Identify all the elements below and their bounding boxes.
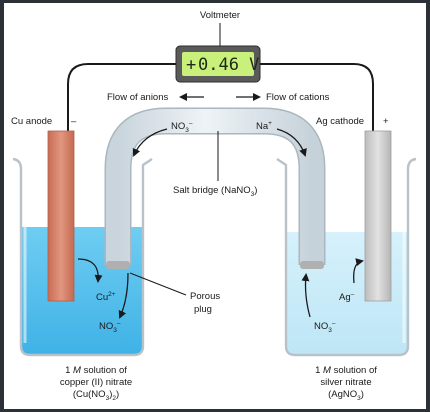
no3-left-arrow [118,272,129,319]
right-beaker-glass [276,157,417,357]
ag-ion-arrow [353,258,364,284]
right-caption: 1 M solution of silver nitrate (AgNO3) [315,365,377,402]
voltmeter-reading: 0.46 V [198,55,259,75]
wire-left [67,63,176,133]
porous-plug-right [300,261,324,269]
cu-ion-arrow [77,258,103,283]
porous-plug-line2: plug [194,304,212,315]
left-caption: 1 M solution of copper (II) nitrate (Cu(… [60,365,132,402]
copper-anode [47,130,75,302]
voltmeter-label: Voltmeter [200,10,240,21]
anode-sign: – [71,116,77,127]
porous-plug-leader [129,272,187,296]
figure-frame: Voltmeter + 0.46 V Flow of anions Flow o… [4,3,426,409]
cathode-sign: + [383,116,389,127]
bridge-anion-arrow [132,128,168,157]
silver-cathode [364,130,392,302]
bridge-cation: Na+ [256,120,272,132]
no3-right-arrow [301,273,311,318]
anode-label: Cu anode [11,116,52,127]
left-caption-line3: (Cu(NO3)2) [73,389,119,402]
voltmeter-display [182,52,254,76]
right-caption-line3: (AgNO3) [328,389,364,402]
cathode-label: Ag cathode [316,116,364,127]
flow-anions-label: Flow of anions [107,92,169,103]
wire-right [260,63,374,133]
right-beaker [276,157,417,357]
bridge-cation-arrow [276,128,307,157]
salt-bridge-label: Salt bridge (NaNO3) [173,185,257,198]
right-caption-line1: 1 M solution of [315,365,377,376]
left-ion-no3: NO3– [99,320,121,334]
bridge-anion: NO3– [171,120,193,134]
left-caption-line1: 1 M solution of [65,365,127,376]
porous-plug-line1: Porous [190,291,220,302]
right-ion-no3: NO3– [314,320,336,334]
right-caption-line2: silver nitrate [320,377,371,388]
left-beaker-glass [12,157,153,357]
flow-cations-label: Flow of cations [266,92,330,103]
galvanic-cell-diagram: Voltmeter + 0.46 V Flow of anions Flow o… [11,10,417,402]
voltmeter-sign: + [186,55,196,75]
left-ion-cu: Cu2+ [96,291,116,303]
left-caption-line2: copper (II) nitrate [60,377,132,388]
porous-plug-left [106,261,130,269]
salt-bridge [106,109,324,265]
right-ion-ag: Ag– [339,291,355,303]
